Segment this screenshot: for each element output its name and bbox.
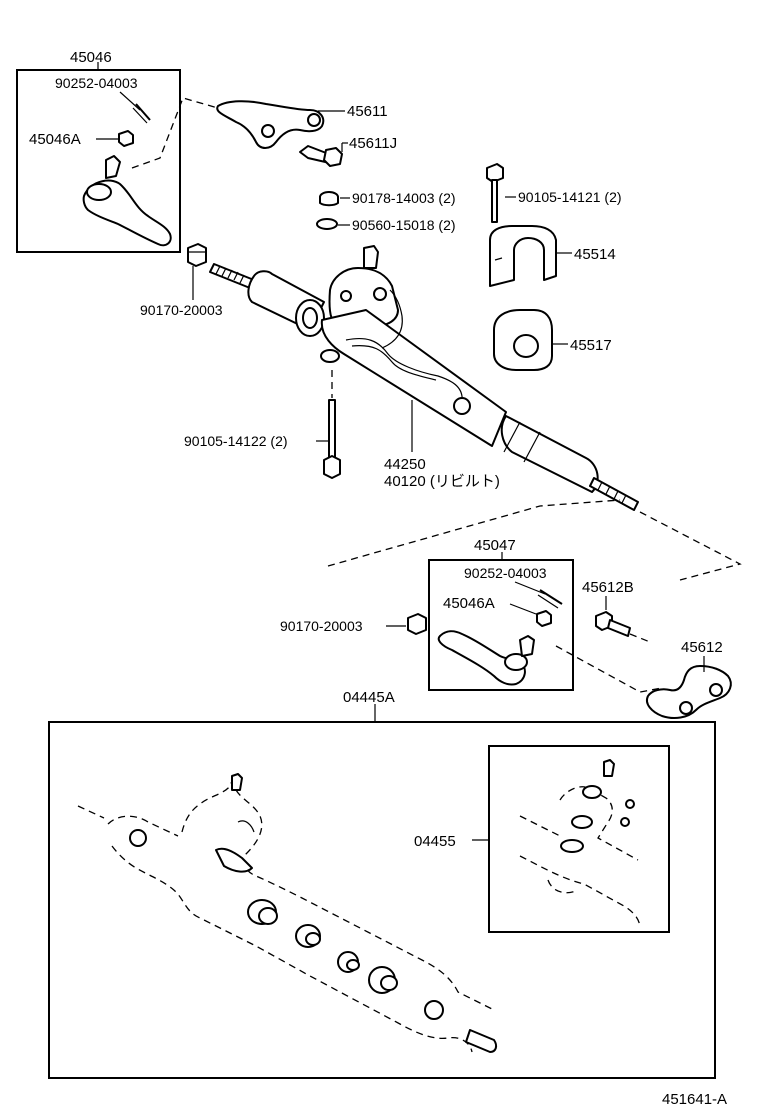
inner-seal-kit-box-04455 [488,745,670,933]
seal-ring-4 [368,966,398,994]
bracket-45514 [489,225,557,287]
seal-ring-3 [337,951,360,973]
cotter-pin-left [132,103,151,124]
seal-ring-1 [247,899,278,925]
label-90560-15018: 90560-15018 (2) [352,217,456,233]
diagram-id: 451641-A [662,1091,727,1108]
knuckle-arm-45612 [646,665,732,719]
label-90178-14003: 90178-14003 (2) [352,190,456,206]
nut-90170-upper [187,243,207,267]
bolt-90105-14122 [323,399,341,479]
label-45611J: 45611J [349,135,397,152]
label-04455: 04455 [414,833,456,850]
bolt-90105-14121 [486,163,504,223]
valve-seal-phantom [519,759,641,929]
seal-small [424,1000,444,1020]
label-45612: 45612 [681,639,723,656]
grommet-45517 [493,309,553,371]
label-90105-14122: 90105-14122 (2) [184,433,288,449]
washer-90560 [316,218,338,230]
steering-gear-assembly [209,245,639,511]
label-40120: 40120 (リビルト) [384,473,500,490]
label-44250: 44250 [384,456,426,473]
label-45517: 45517 [570,337,612,354]
label-04445A: 04445A [343,689,395,706]
tie-rod-end-kit-box-right [428,559,574,691]
label-90170-20003-upper: 90170-20003 [140,302,223,318]
castle-nut-left [118,130,134,147]
label-45612B: 45612B [582,579,634,596]
gasket-kit-box-04445A [48,721,716,1079]
knuckle-arm-45611 [216,100,325,149]
label-45046A-left: 45046A [29,131,81,148]
label-90170-20003-lower: 90170-20003 [280,618,363,634]
castle-nut-right [536,610,552,627]
bolt-45612B [595,611,631,637]
cotter-pin-right [537,589,563,609]
label-45046: 45046 [70,49,112,66]
label-45514: 45514 [574,246,616,263]
seal-ring-2 [295,924,321,948]
gear-housing-phantom-outline [77,773,498,1053]
nut-90170-lower [407,613,427,635]
label-90252-04003-left: 90252-04003 [55,75,138,91]
label-45611: 45611 [347,103,388,120]
label-45047: 45047 [474,537,516,554]
label-45046A-right: 45046A [443,595,495,612]
tie-rod-end-right [437,630,535,686]
nut-90178 [319,191,339,207]
label-90105-14121: 90105-14121 (2) [518,189,622,205]
tie-rod-end-left [82,155,172,247]
bolt-45611J [299,145,343,167]
label-90252-04003-right: 90252-04003 [464,565,547,581]
